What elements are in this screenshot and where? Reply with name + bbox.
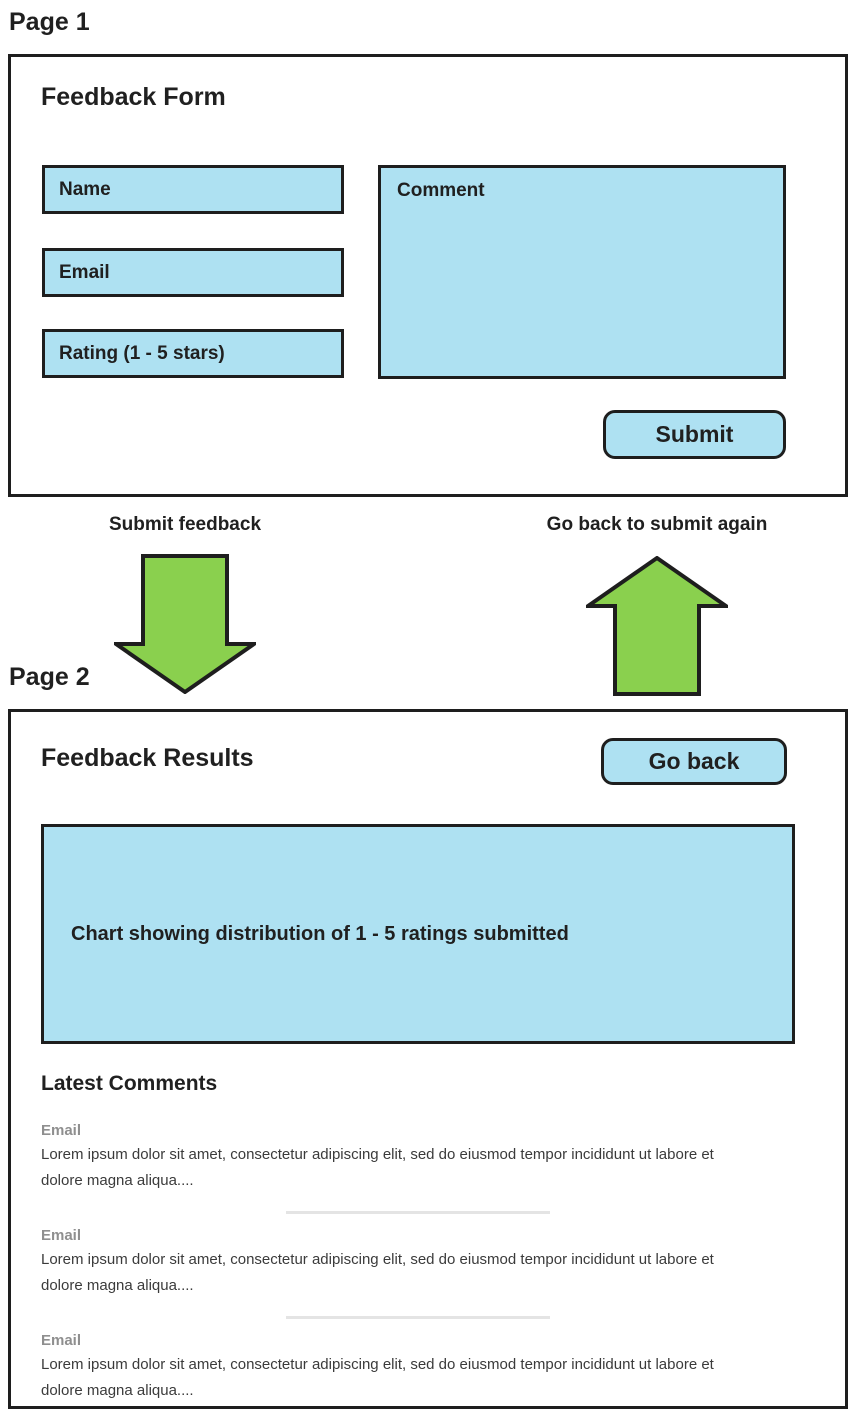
comment-divider xyxy=(286,1211,550,1214)
comment-field[interactable]: Comment xyxy=(378,165,786,379)
comment-email-label: Email xyxy=(41,1332,82,1349)
submit-button[interactable]: Submit xyxy=(603,410,786,459)
submit-feedback-caption: Submit feedback xyxy=(108,514,262,535)
arrow-up-icon xyxy=(581,555,733,696)
page2-section-label: Page 2 xyxy=(9,663,90,691)
comment-text: Lorem ipsum dolor sit amet, consectetur … xyxy=(41,1356,714,1399)
page1-panel: Feedback Form Name Email Rating (1 - 5 s… xyxy=(8,54,848,497)
rating-field[interactable]: Rating (1 - 5 stars) xyxy=(42,329,344,378)
comment-item: Email Lorem ipsum dolor sit amet, consec… xyxy=(41,1227,795,1299)
email-field[interactable]: Email xyxy=(42,248,344,297)
arrow-down-icon xyxy=(109,554,261,695)
name-field[interactable]: Name xyxy=(42,165,344,214)
page2-panel: Feedback Results Go back Chart showing d… xyxy=(8,709,848,1409)
feedback-form-title: Feedback Form xyxy=(41,83,226,111)
comment-email-label: Email xyxy=(41,1227,82,1244)
comment-item: Email Lorem ipsum dolor sit amet, consec… xyxy=(41,1332,795,1404)
latest-comments-section: Latest Comments Email Lorem ipsum dolor … xyxy=(41,1072,795,1404)
comment-text: Lorem ipsum dolor sit amet, consectetur … xyxy=(41,1251,714,1294)
latest-comments-heading: Latest Comments xyxy=(41,1072,218,1095)
ratings-chart-placeholder: Chart showing distribution of 1 - 5 rati… xyxy=(41,824,795,1044)
comment-text: Lorem ipsum dolor sit amet, consectetur … xyxy=(41,1146,714,1189)
comment-divider xyxy=(286,1316,550,1319)
page1-section-label: Page 1 xyxy=(9,8,90,36)
feedback-results-title: Feedback Results xyxy=(41,744,254,772)
comment-email-label: Email xyxy=(41,1122,82,1139)
go-back-caption: Go back to submit again xyxy=(546,514,768,535)
go-back-button[interactable]: Go back xyxy=(601,738,787,785)
comment-item: Email Lorem ipsum dolor sit amet, consec… xyxy=(41,1122,795,1194)
